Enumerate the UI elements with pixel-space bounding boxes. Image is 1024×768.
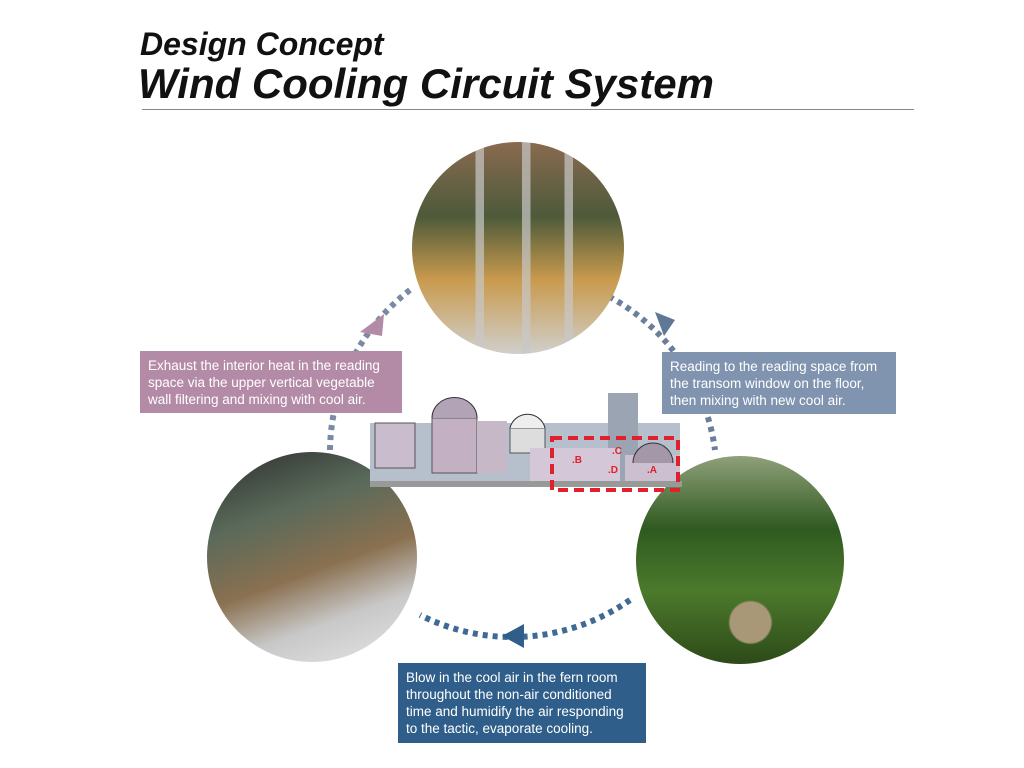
exhaust-note: Exhaust the interior heat in the reading… [140, 351, 402, 413]
section-label-c: .C [612, 446, 622, 457]
title-divider [142, 109, 914, 110]
section-label-b: .B [572, 455, 582, 466]
vegetable-wall-photo [412, 142, 624, 354]
arrow-right-icon [655, 312, 675, 336]
section-label-a: .A [647, 465, 657, 476]
blow-note: Blow in the cool air in the fern room th… [398, 663, 646, 743]
reading-note: Reading to the reading space from the tr… [662, 352, 896, 414]
building-section-drawing: .B .C .D .A [370, 393, 682, 492]
diagram-title: Wind Cooling Circuit System [138, 60, 714, 107]
arrow-bottom-icon [502, 624, 524, 648]
section-label-d: .D [608, 465, 618, 476]
arrow-left-icon [360, 314, 384, 336]
diagram-subtitle: Design Concept [140, 26, 384, 62]
arc-bottom [418, 597, 632, 641]
